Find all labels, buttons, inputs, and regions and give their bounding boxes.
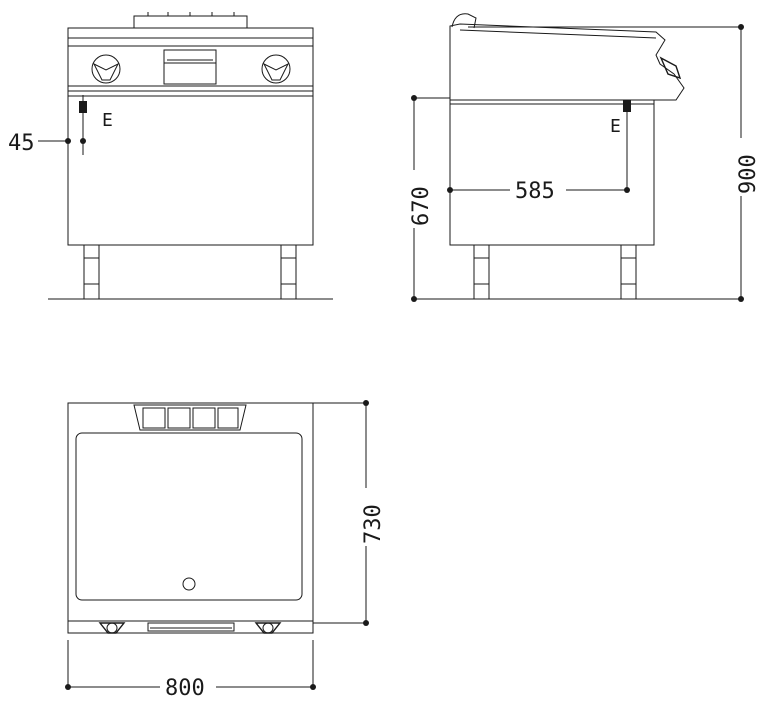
griddle-surface: [75, 432, 303, 601]
electrical-connection-marker: [623, 100, 631, 112]
port-label-front: E: [102, 110, 113, 131]
drain-hole-icon: [182, 577, 196, 591]
port-label-side: E: [610, 116, 621, 137]
front-handle: [147, 622, 235, 632]
dimension-height-body: 670: [409, 186, 434, 226]
knob-icon: [254, 622, 282, 634]
dimension-depth-port: 585: [515, 179, 555, 204]
top-view: 730 800: [65, 400, 386, 701]
dimension-port-offset: 45: [8, 131, 35, 156]
knob-icon: [91, 54, 121, 84]
knob-icon: [261, 54, 291, 84]
dimension-depth-total: 730: [361, 504, 386, 544]
knob-icon: [98, 622, 126, 634]
front-view: E 45: [8, 12, 333, 300]
side-view: E 585 670 900: [409, 13, 761, 302]
dimension-width-total: 800: [165, 676, 205, 701]
dimension-height-total: 900: [736, 154, 761, 194]
side-knob-icon: [659, 56, 682, 80]
